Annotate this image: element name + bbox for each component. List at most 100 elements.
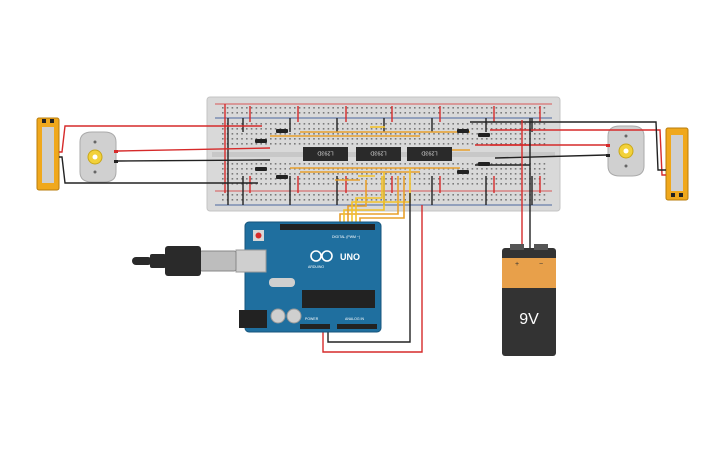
breadboard-hole [418, 128, 421, 130]
breadboard-hole [394, 107, 397, 109]
breadboard-hole [370, 128, 373, 130]
breadboard-hole [490, 199, 493, 201]
breadboard-hole [409, 133, 411, 135]
left-battery-holder[interactable] [36, 117, 60, 191]
breadboard-hole [284, 133, 286, 135]
breadboard-hole [543, 168, 546, 170]
breadboard-hole [418, 123, 421, 125]
breadboard-hole [380, 112, 382, 114]
breadboard-hole [418, 112, 421, 114]
wires-red [224, 104, 541, 193]
breadboard-hole [404, 199, 406, 201]
breadboard-hole [490, 133, 493, 135]
breadboard-hole [313, 183, 315, 185]
breadboard-hole [294, 194, 296, 196]
breadboard-hole [370, 199, 373, 201]
breadboard-hole [414, 194, 416, 196]
breadboard-hole [466, 128, 469, 130]
breadboard-hole [534, 168, 536, 170]
breadboard-hole [327, 178, 330, 180]
breadboard-hole [418, 194, 421, 196]
breadboard-hole [505, 163, 507, 165]
breadboard-hole [313, 123, 315, 125]
breadboard-hole [255, 143, 258, 145]
breadboard-hole [265, 163, 267, 165]
ic-chip-3[interactable]: L293D [407, 147, 452, 161]
breadboard-hole [529, 107, 531, 109]
breadboard-hole [385, 163, 387, 165]
breadboard-hole [442, 112, 445, 114]
breadboard-hole [255, 163, 258, 165]
breadboard-hole [231, 199, 234, 201]
breadboard-hole [409, 107, 411, 109]
breadboard-hole [514, 194, 517, 196]
breadboard-hole [438, 173, 440, 175]
breadboard-hole [236, 123, 238, 125]
breadboard-hole [294, 123, 296, 125]
breadboard-hole [481, 143, 483, 145]
breadboard-hole [255, 194, 258, 196]
breadboard-hole [279, 123, 282, 125]
breadboard-hole [337, 178, 339, 180]
breadboard-hole [332, 133, 334, 135]
breadboard-hole [351, 128, 354, 130]
breadboard-hole [433, 123, 435, 125]
breadboard-hole [298, 173, 301, 175]
breadboard-hole [361, 123, 363, 125]
breadboard-hole [505, 143, 507, 145]
breadboard-hole [390, 138, 392, 140]
breadboard-hole [505, 194, 507, 196]
breadboard-hole [423, 107, 426, 109]
breadboard-hole [500, 133, 502, 135]
breadboard-hole [294, 178, 296, 180]
breadboard-hole [452, 143, 454, 145]
right-dc-motor[interactable] [606, 125, 645, 177]
breadboard-hole [366, 143, 368, 145]
breadboard-hole [505, 123, 507, 125]
breadboard-hole [298, 112, 301, 114]
breadboard-hole [524, 168, 526, 170]
breadboard-hole [246, 183, 248, 185]
breadboard-hole [519, 133, 522, 135]
breadboard-hole [519, 173, 522, 175]
breadboard-hole [303, 173, 306, 175]
battery-9v[interactable]: + − 9V [502, 244, 556, 356]
breadboard-hole [351, 199, 354, 201]
breadboard-hole [385, 199, 387, 201]
breadboard-hole [279, 138, 282, 140]
breadboard-hole [255, 112, 258, 114]
breadboard-hole [342, 143, 344, 145]
breadboard-hole [361, 194, 363, 196]
breadboard-hole [394, 112, 397, 114]
breadboard-hole [250, 178, 253, 180]
right-battery-holder[interactable] [665, 127, 689, 201]
left-dc-motor[interactable] [79, 131, 118, 183]
breadboard-hole [414, 199, 416, 201]
breadboard-hole [222, 128, 224, 130]
breadboard-hole [423, 123, 426, 125]
ic-chip-1[interactable]: L293D [303, 147, 348, 161]
breadboard-hole [332, 107, 334, 109]
breadboard-hole [284, 173, 286, 175]
arduino-uno-board[interactable]: UNO ARDUINO DIGITAL (PWM ~) POWER ANALOG… [235, 221, 382, 333]
breadboard-hole [409, 123, 411, 125]
breadboard-hole [524, 178, 526, 180]
breadboard-hole [510, 112, 512, 114]
breadboard-hole [490, 112, 493, 114]
breadboard-hole [423, 194, 426, 196]
breadboard-hole [284, 107, 286, 109]
breadboard-hole [289, 133, 291, 135]
breadboard-hole [246, 143, 248, 145]
breadboard-hole [356, 123, 358, 125]
breadboard-hole [270, 128, 272, 130]
breadboard-hole [385, 112, 387, 114]
ic-chip-2[interactable]: L293D [356, 147, 401, 161]
breadboard-hole [462, 138, 464, 140]
breadboard-hole [294, 199, 296, 201]
breadboard-hole [495, 194, 498, 196]
breadboard-hole [462, 133, 464, 135]
breadboard-hole [303, 163, 306, 165]
breadboard-hole [447, 143, 450, 145]
breadboard-hole [241, 199, 243, 201]
ic-label-2: L293D [370, 150, 386, 156]
